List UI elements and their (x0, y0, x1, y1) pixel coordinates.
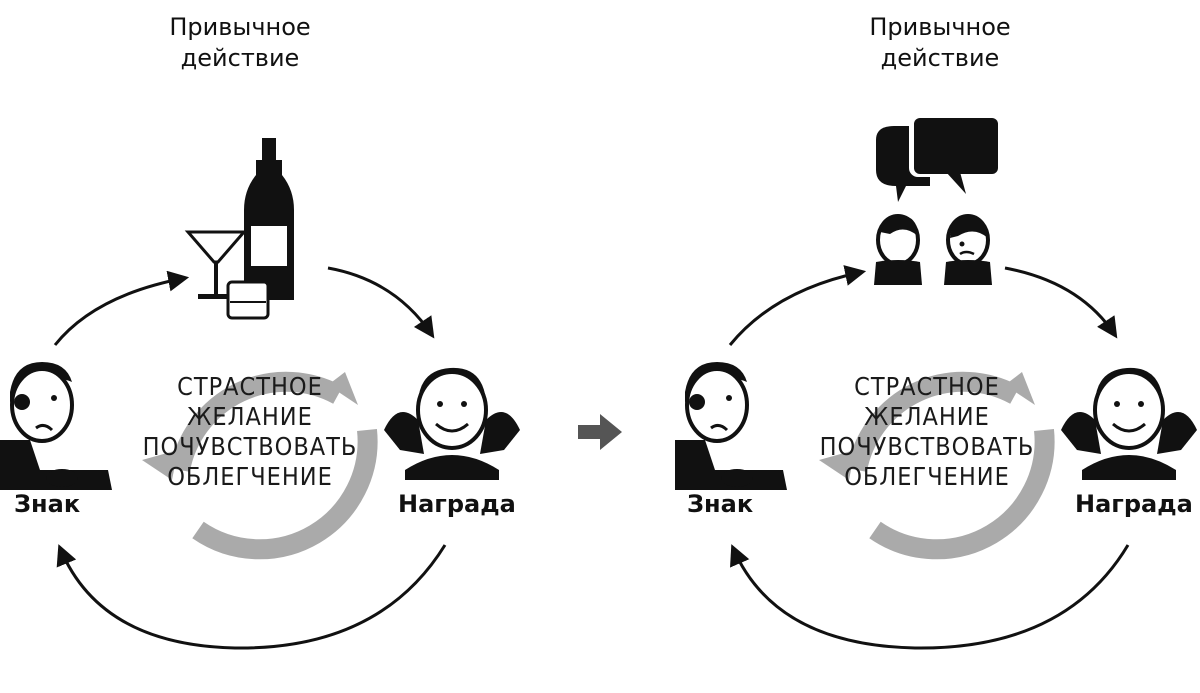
left-routine-label-line1: Привычное (169, 13, 311, 41)
left-craving-line4: ОБЛЕГЧЕНИЕ (167, 462, 333, 491)
left-cue-label: Знак (14, 490, 81, 518)
reward-person-icon-right (1061, 367, 1197, 480)
right-routine-label-line1: Привычное (869, 13, 1011, 41)
cue-person-icon (0, 362, 112, 490)
right-cue-label: Знак (687, 490, 754, 518)
left-craving-cycle-ring (142, 371, 378, 560)
left-craving-line1: СТРАСТНОЕ (177, 372, 323, 401)
right-reward-label: Награда (1075, 490, 1193, 518)
right-craving-text: СТРАСТНОЕ ЖЕЛАНИЕ ПОЧУВСТВОВАТЬ ОБЛЕГЧЕН… (807, 372, 1047, 492)
right-craving-line3: ПОЧУВСТВОВАТЬ (819, 432, 1035, 461)
right-craving-line1: СТРАСТНОЕ (854, 372, 1000, 401)
left-reward-label: Награда (398, 490, 516, 518)
right-craving-line4: ОБЛЕГЧЕНИЕ (844, 462, 1010, 491)
right-craving-line2: ЖЕЛАНИЕ (864, 402, 990, 431)
right-craving-cycle-ring (819, 371, 1055, 560)
left-craving-line2: ЖЕЛАНИЕ (187, 402, 313, 431)
left-craving-text: СТРАСТНОЕ ЖЕЛАНИЕ ПОЧУВСТВОВАТЬ ОБЛЕГЧЕН… (130, 372, 370, 492)
right-loop (675, 115, 1197, 650)
bottle-and-glasses-icon (184, 138, 294, 320)
right-arrow-cue-to-routine (728, 265, 867, 346)
cue-person-icon-right (675, 362, 787, 490)
left-routine-label-line2: действие (180, 44, 300, 73)
left-arrow-routine-to-reward (327, 266, 435, 339)
left-craving-line3: ПОЧУВСТВОВАТЬ (142, 432, 358, 461)
left-arrow-reward-to-cue (56, 544, 447, 650)
right-arrow-icon (578, 414, 622, 450)
left-routine-label: Привычное действие (130, 12, 350, 74)
right-routine-label: Привычное действие (830, 12, 1050, 74)
reward-person-icon (384, 367, 520, 480)
two-people-talking-icon (874, 115, 1001, 285)
left-arrow-cue-to-routine (53, 270, 190, 346)
right-routine-label-line2: действие (880, 44, 1000, 73)
right-arrow-reward-to-cue (730, 544, 1130, 650)
left-loop (0, 138, 520, 650)
right-arrow-routine-to-reward (1004, 266, 1118, 339)
